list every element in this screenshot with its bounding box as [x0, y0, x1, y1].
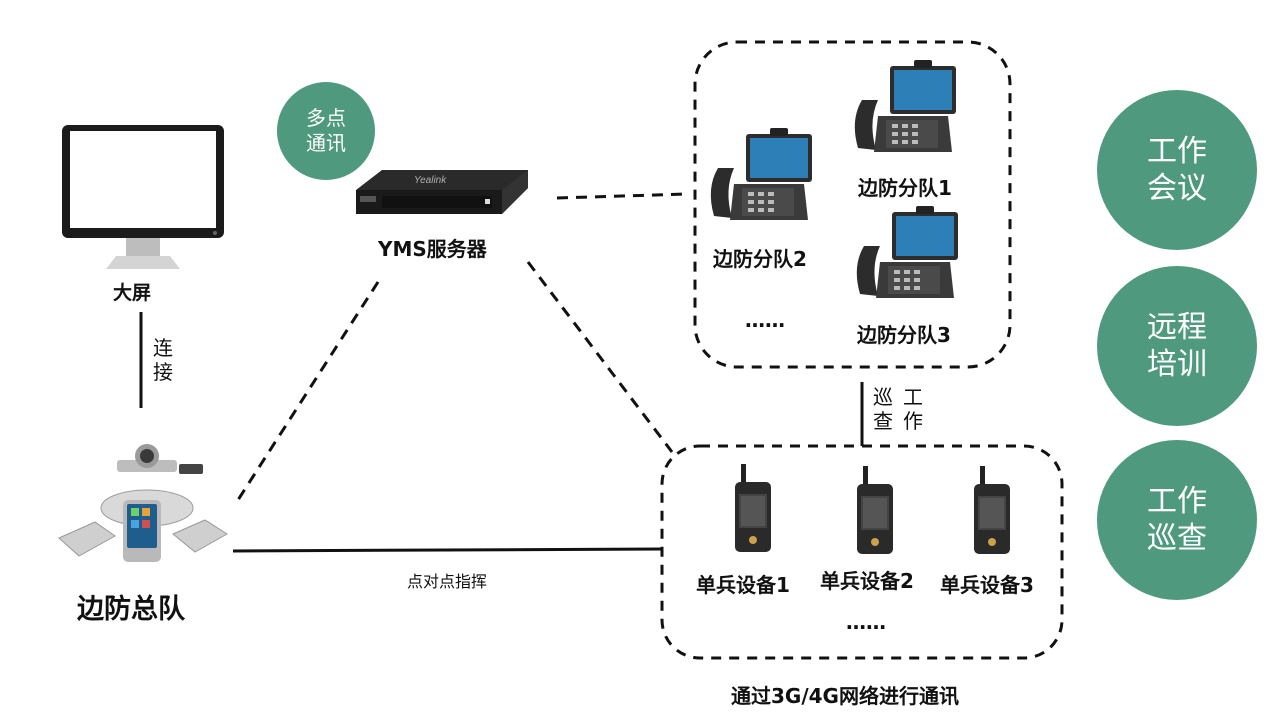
handheld-radio-icon: [857, 466, 893, 554]
server-to-devices-line: [526, 261, 674, 453]
video-phone-2: [704, 128, 814, 224]
team2-label: 边防分队2: [713, 247, 807, 271]
team3-label: 边防分队3: [857, 323, 951, 347]
patrol-char-2: 查: [873, 409, 893, 433]
function-work-patrol: 工作 巡查: [1097, 440, 1257, 600]
function-2-line-1: 远程: [1147, 309, 1207, 345]
device2-label: 单兵设备2: [820, 569, 914, 593]
monitor-icon: [62, 125, 224, 269]
device3-label: 单兵设备3: [940, 573, 1034, 597]
server-to-hq-line: [236, 281, 380, 501]
handheld-radio-icon: [735, 464, 771, 552]
device1-label: 单兵设备1: [696, 573, 790, 597]
conference-terminal: [55, 438, 230, 568]
patrol-char-4: 作: [903, 409, 923, 433]
handheld-device-1: [733, 464, 773, 554]
video-phone-3: [850, 206, 960, 302]
conference-phone-icon: [58, 444, 228, 562]
hq-label: 边防总队: [77, 594, 185, 625]
network-label: 通过3G/4G网络进行通讯: [731, 684, 959, 708]
function-work-meeting: 工作 会议: [1097, 90, 1257, 250]
team-group-box: [693, 40, 1012, 369]
handheld-radio-icon: [974, 466, 1010, 554]
server-icon: Yealink: [356, 170, 528, 214]
teams-more: ……: [745, 308, 785, 332]
yms-server: Yealink: [352, 166, 532, 222]
server-brand: Yealink: [414, 175, 447, 186]
patrol-label-col1: 巡 查: [873, 385, 893, 433]
function-3-line-1: 工作: [1147, 483, 1207, 519]
p2p-label: 点对点指挥: [407, 572, 488, 591]
connect-char-2: 接: [153, 360, 173, 384]
team1-label: 边防分队1: [858, 176, 952, 200]
video-phone-icon: [856, 206, 958, 298]
function-3-line-2: 巡查: [1147, 521, 1207, 556]
connect-char-1: 连: [153, 336, 173, 360]
patrol-label-col2: 工 作: [903, 385, 923, 433]
patrol-char-1: 巡: [873, 385, 893, 409]
p2p-line: [232, 547, 664, 553]
patrol-char-3: 工: [903, 385, 923, 409]
multipoint-line-2: 通讯: [306, 131, 346, 155]
video-phone-icon: [710, 128, 812, 220]
function-remote-training: 远程 培训: [1097, 266, 1257, 426]
server-to-teams-line: [556, 192, 689, 200]
server-label: YMS服务器: [378, 237, 487, 261]
big-screen-monitor: [60, 123, 226, 273]
big-screen-label: 大屏: [113, 282, 152, 304]
function-2-line-2: 培训: [1147, 347, 1207, 382]
function-1-line-2: 会议: [1147, 171, 1207, 206]
devices-more: ……: [846, 610, 886, 634]
multipoint-badge: 多点 通讯: [277, 82, 375, 180]
multipoint-line-1: 多点: [306, 106, 346, 130]
connect-label: 连 接: [153, 336, 173, 384]
video-phone-icon: [854, 60, 956, 152]
video-phone-1: [848, 60, 958, 156]
function-1-line-1: 工作: [1147, 133, 1207, 169]
handheld-device-2: [855, 466, 895, 556]
handheld-device-3: [972, 466, 1012, 556]
